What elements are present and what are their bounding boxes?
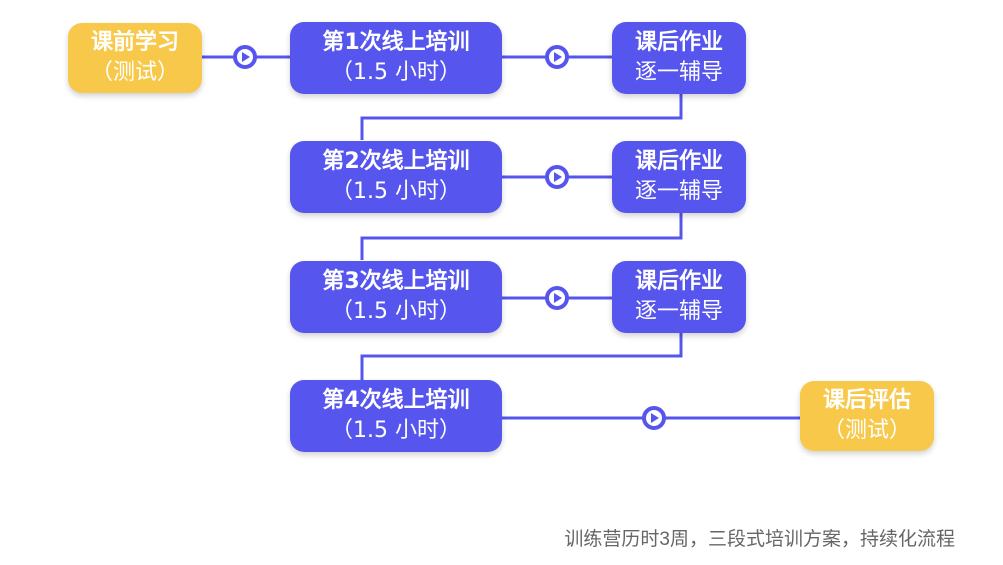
node-post-assessment: 课后评估 （测试） [800, 381, 934, 451]
node-title: 课后作业 [634, 269, 723, 294]
node-homework-1: 课后作业 逐一辅导 [612, 22, 746, 94]
node-title: 课前学习 [90, 30, 179, 55]
node-subtitle: （1.5 小时） [331, 418, 461, 443]
node-homework-2: 课后作业 逐一辅导 [612, 141, 746, 213]
node-subtitle: （测试） [90, 60, 179, 85]
node-title: 第3次线上培训 [322, 269, 470, 294]
play-arrow-icon [545, 286, 569, 310]
connector-h3-to-s4 [360, 333, 683, 380]
figure-caption: 训练营历时3周，三段式培训方案，持续化流程 [564, 529, 955, 550]
node-session-3: 第3次线上培训 （1.5 小时） [290, 261, 502, 333]
node-pre-study: 课前学习 （测试） [68, 23, 202, 93]
node-session-4: 第4次线上培训 （1.5 小时） [290, 380, 502, 452]
node-subtitle: （1.5 小时） [331, 60, 461, 85]
node-subtitle: 逐一辅导 [634, 299, 723, 324]
play-arrow-icon [642, 406, 666, 430]
play-arrow-icon [233, 45, 257, 69]
node-homework-3: 课后作业 逐一辅导 [612, 261, 746, 333]
node-subtitle: 逐一辅导 [634, 60, 723, 85]
node-title: 第2次线上培训 [322, 149, 470, 174]
node-title: 课后作业 [634, 149, 723, 174]
node-title: 课后评估 [822, 388, 911, 413]
node-session-1: 第1次线上培训 （1.5 小时） [290, 22, 502, 94]
connector-h1-to-s2 [360, 93, 683, 140]
play-arrow-icon [545, 165, 569, 189]
node-subtitle: （测试） [822, 418, 911, 443]
node-session-2: 第2次线上培训 （1.5 小时） [290, 141, 502, 213]
node-subtitle: （1.5 小时） [331, 179, 461, 204]
node-title: 第4次线上培训 [322, 388, 470, 413]
node-title: 课后作业 [634, 30, 723, 55]
node-subtitle: 逐一辅导 [634, 179, 723, 204]
play-arrow-icon [545, 45, 569, 69]
connector-h2-to-s3 [360, 213, 683, 260]
node-subtitle: （1.5 小时） [331, 299, 461, 324]
node-title: 第1次线上培训 [322, 30, 470, 55]
